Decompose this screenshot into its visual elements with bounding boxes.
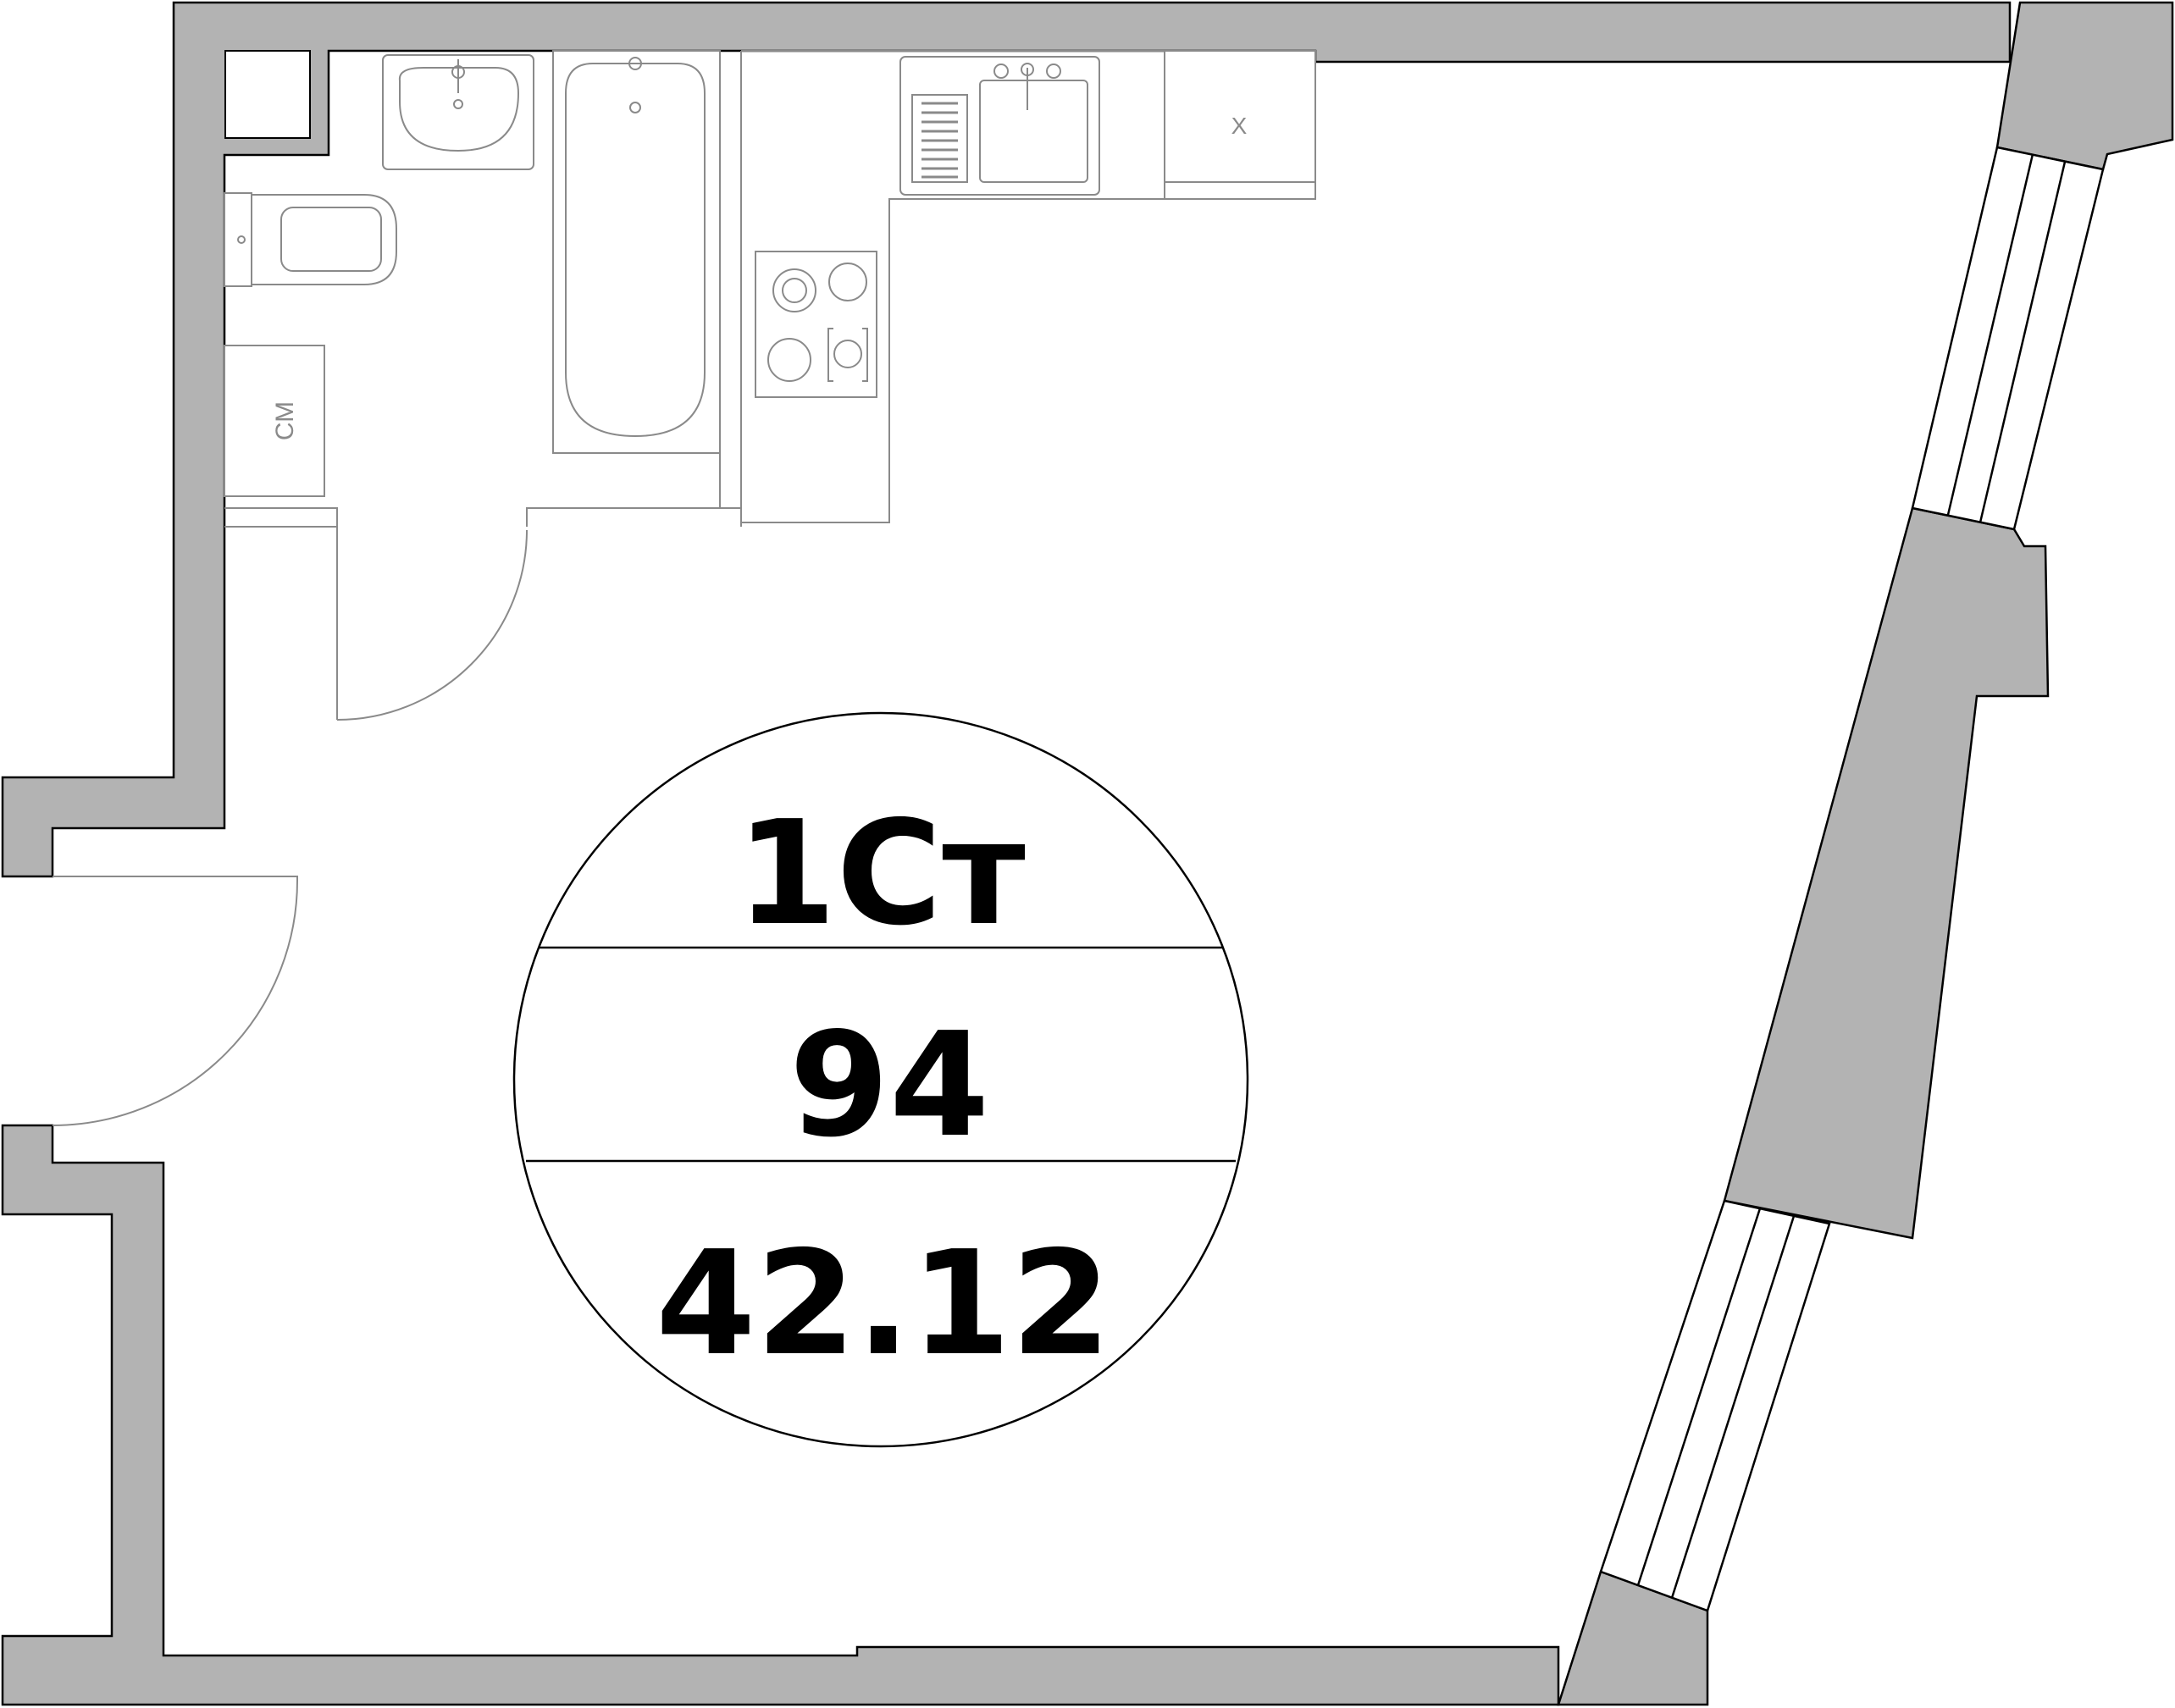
window-upper-sash	[1946, 153, 2034, 516]
apartment-number: 94	[789, 1002, 990, 1169]
wall-top-left	[1, 1, 2012, 878]
kitchen-sink-drainer	[911, 94, 968, 183]
washing-machine	[224, 345, 325, 497]
drainer-ribs	[921, 102, 958, 179]
window-lower	[1599, 1199, 1831, 1612]
entrance-door-leaf	[52, 876, 298, 1126]
kitchen-valve-left	[993, 64, 1009, 79]
bathtub-inner	[565, 63, 706, 438]
wall-pier-right	[1723, 506, 2050, 1240]
kitchen-valve-right	[1046, 64, 1061, 79]
ventilation-shaft	[224, 50, 311, 139]
kitchen: Х	[741, 50, 1316, 523]
windows	[1599, 146, 2105, 1612]
wall-corner-top-right	[1995, 1, 2174, 171]
fridge-label: Х	[1231, 113, 1248, 139]
sink-faucet-head	[451, 65, 465, 79]
badge-circle	[512, 711, 1249, 1448]
toilet-flush	[237, 235, 246, 244]
sink-counter	[382, 54, 534, 170]
kitchen-faucet-head	[1021, 63, 1034, 76]
window-upper	[1911, 146, 2105, 531]
fridge	[1164, 50, 1316, 200]
cooktop	[755, 251, 877, 398]
bathroom-wall	[526, 507, 742, 527]
kitchen-sink-bowl	[979, 80, 1088, 183]
toilet-seat	[280, 207, 382, 272]
apartment-type: 1Ст	[736, 790, 1026, 958]
cooktop-burners	[767, 263, 868, 382]
window-lower-sash	[1636, 1208, 1762, 1586]
bathtub	[552, 50, 721, 454]
washing-machine-label: СМ	[271, 401, 299, 440]
bathroom: СМ	[224, 50, 742, 721]
toilet-bowl	[251, 194, 397, 285]
bathtub-drain	[629, 102, 641, 113]
bathroom-wall	[224, 507, 338, 528]
apartment-area: 42.12	[656, 1220, 1111, 1388]
bathtub-faucet	[628, 57, 642, 70]
sink-drain	[453, 99, 463, 109]
entrance-door	[52, 876, 298, 1126]
window-lower-sash	[1670, 1215, 1796, 1599]
wall-bottom-left	[1, 1124, 1560, 1706]
sink-bowl	[398, 67, 520, 152]
apartment-badge: 1Ст 94 42.12	[512, 711, 1249, 1448]
window-upper-sash	[1979, 161, 2067, 523]
bathroom-door-swing	[336, 529, 528, 721]
